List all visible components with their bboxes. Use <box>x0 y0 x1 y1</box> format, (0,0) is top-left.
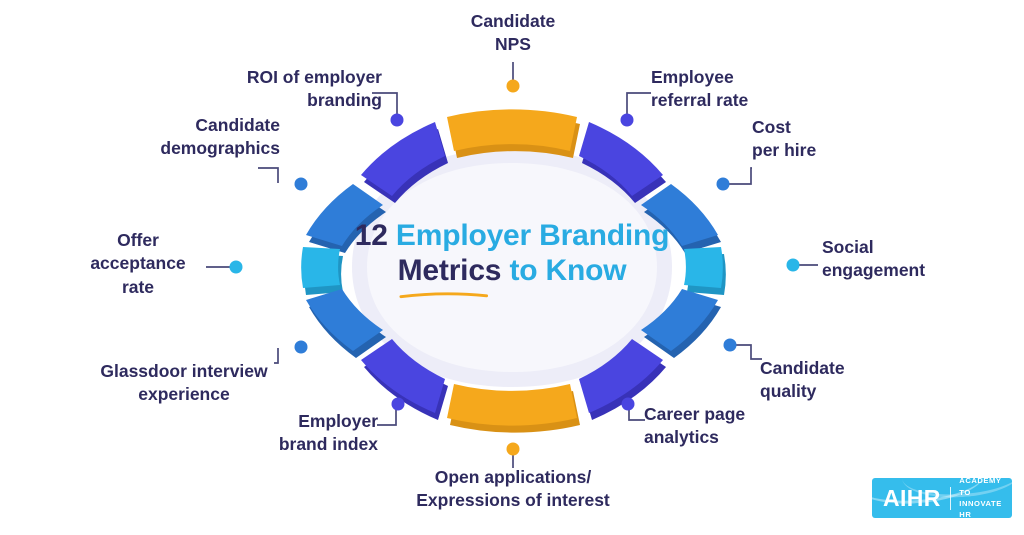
metric-label-candidate-quality: Candidate quality <box>760 358 845 402</box>
dot-glassdoor-interview-experience <box>294 340 308 354</box>
ring-segment-indigo-bottom-right <box>579 339 663 413</box>
metric-label-employer-brand-index: Employer brand index <box>278 411 378 455</box>
logo-tagline: ACADEMY TO INNOVATE HR <box>959 478 1012 518</box>
connector-dots <box>229 79 800 456</box>
logo-wordmark: AIHR <box>883 484 941 511</box>
dot-roi-of-employer-branding <box>390 113 404 127</box>
ring-segment-orange-top <box>447 109 577 151</box>
ring-segments <box>301 109 726 433</box>
ring-segment-blue-right-upper <box>641 184 718 246</box>
dot-social-engagement <box>786 258 800 272</box>
ring-segment-blue-right-lower <box>641 289 718 351</box>
connector-employer-brand-index <box>377 406 397 426</box>
connector-employee-referral-rate <box>626 92 651 118</box>
dot-employee-referral-rate <box>620 113 634 127</box>
metric-label-social-engagement: Social engagement <box>822 237 926 281</box>
connector-candidate-demographics <box>258 167 279 183</box>
connector-glassdoor-interview-experience <box>274 348 279 364</box>
connector-roi-of-employer-branding <box>372 92 398 118</box>
connector-candidate-quality <box>733 344 762 360</box>
ring-segment-orange-bottom <box>447 384 577 426</box>
title-metrics-wrap: Metrics <box>397 253 502 298</box>
title-line-1: 12 Employer Branding <box>300 218 724 253</box>
title-count: 12 <box>354 219 388 252</box>
ring-segment-indigo-top-left <box>361 122 445 196</box>
dot-employer-brand-index <box>391 397 405 411</box>
metric-label-employee-referral-rate: Employee referral rate <box>651 67 749 111</box>
dot-offer-acceptance-rate <box>229 260 243 274</box>
metric-label-career-page-analytics: Career page analytics <box>644 404 746 448</box>
ring-segment-cyan-left <box>301 247 340 288</box>
metric-label-glassdoor-interview-experience: Glassdoor interview experience <box>100 361 268 405</box>
title-underline <box>399 292 488 298</box>
metric-label-open-applications: Open applications/ Expressions of intere… <box>416 467 610 511</box>
dot-cost-per-hire <box>716 177 730 191</box>
page-title: 12 Employer Branding Metrics to Know <box>300 218 724 298</box>
logo-tagline-line-2: INNOVATE HR <box>959 499 1002 518</box>
metric-label-roi-of-employer-branding: ROI of employer branding <box>246 67 382 111</box>
ring-segment-indigo-top-right <box>579 122 663 196</box>
ring-segment-blue-left-lower <box>306 289 383 351</box>
ring-segment-indigo-bottom-left <box>361 339 445 413</box>
logo-tagline-line-1: ACADEMY TO <box>959 478 1002 497</box>
dot-career-page-analytics <box>621 397 635 411</box>
dot-candidate-quality <box>723 338 737 352</box>
metric-label-candidate-demographics: Candidate demographics <box>160 115 280 159</box>
connector-career-page-analytics <box>628 406 645 421</box>
dot-open-applications <box>506 442 520 456</box>
metric-label-candidate-nps: Candidate NPS <box>470 11 556 55</box>
ring-inner-lens-highlight <box>367 163 657 372</box>
metric-label-offer-acceptance-rate: Offer acceptance rate <box>90 230 186 297</box>
dot-candidate-demographics <box>294 177 308 191</box>
dot-candidate-nps <box>506 79 520 93</box>
aihr-logo: AIHR ACADEMY TO INNOVATE HR <box>872 478 1012 518</box>
title-cyan-part-2: to Know <box>509 254 627 288</box>
ring-segment-blue-left-upper <box>306 184 383 246</box>
title-line-2: Metrics to Know <box>300 253 724 298</box>
connector-cost-per-hire <box>727 167 752 185</box>
title-dark-part-2: Metrics <box>397 254 502 288</box>
ring-segment-cyan-right <box>684 247 723 288</box>
metric-label-cost-per-hire: Cost per hire <box>752 117 817 161</box>
title-cyan-part-1: Employer Branding <box>395 219 670 252</box>
logo-divider <box>949 486 952 510</box>
